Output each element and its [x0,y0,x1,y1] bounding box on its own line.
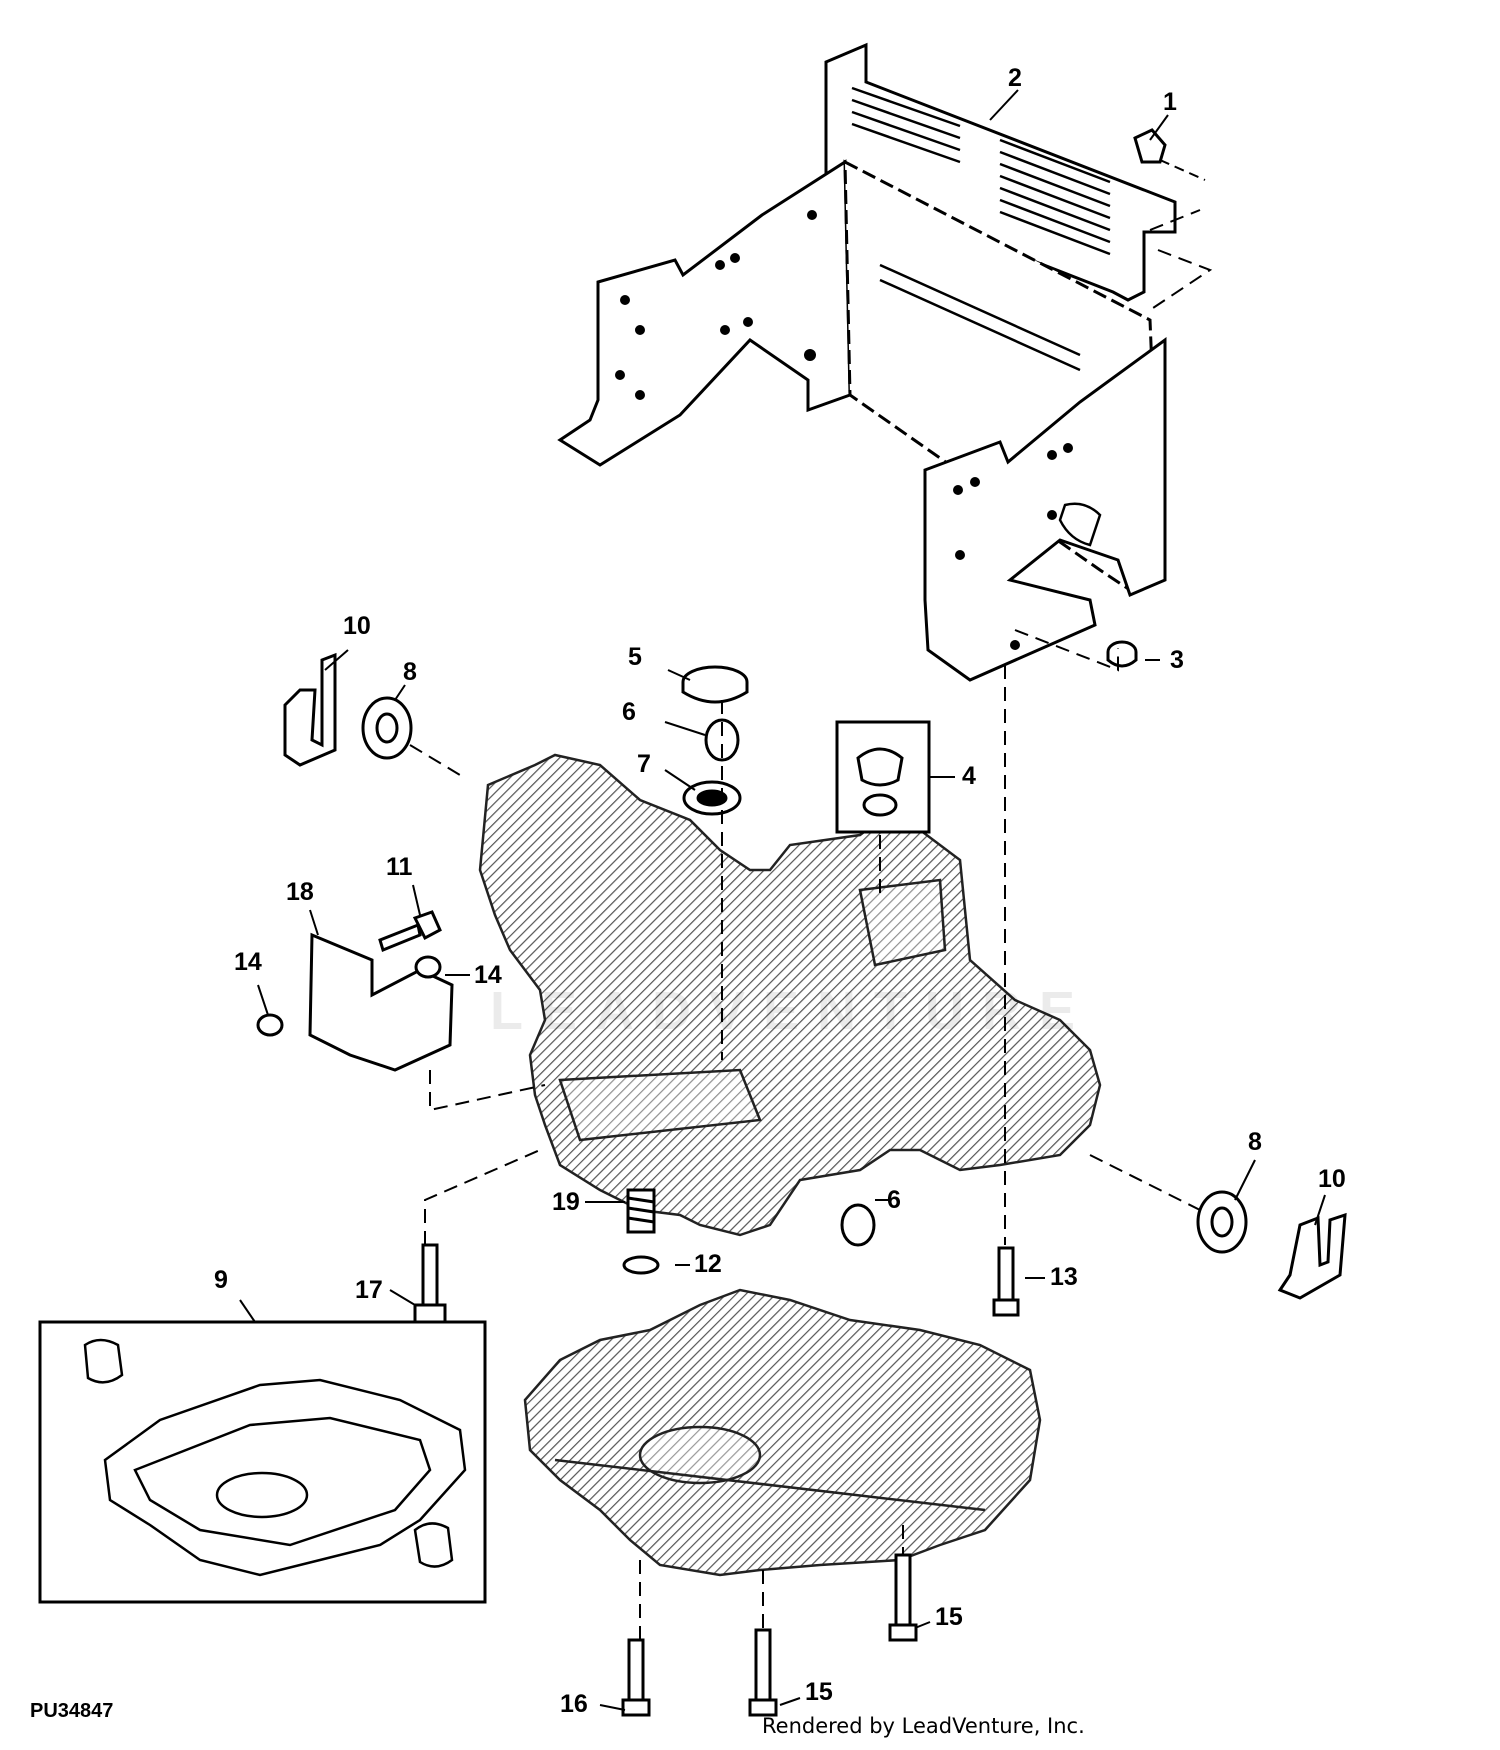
part-18-bracket [308,932,454,1072]
part-6-oring-upper [704,718,740,762]
credit-text: Rendered by LeadVenture, Inc. [762,1714,1085,1738]
callout-10-upper: 10 [343,612,371,640]
part-15-bolt-right [888,1553,918,1642]
bracket-left-wall [557,159,852,467]
callout-17: 17 [355,1276,383,1304]
assembly-lines [409,209,1213,1640]
figure-id: PU34847 [30,1700,114,1722]
callout-14-right: 14 [474,961,502,989]
callout-5: 5 [628,643,642,671]
part-6-oring-lower [840,1203,876,1247]
shield-slots [851,86,1111,256]
part-16-bolt [621,1638,651,1717]
part-17-bolt [413,1243,447,1324]
mounting-frame [557,42,1177,682]
callout-2: 2 [1008,64,1022,92]
callout-6-upper: 6 [622,698,636,726]
part-13-bolt [992,1246,1020,1317]
part-15-bolt-center [748,1628,778,1717]
callout-19: 19 [552,1188,580,1216]
callout-6-lower: 6 [887,1186,901,1214]
inset-oil-pan [38,1320,487,1604]
bracket-right-wall [923,337,1167,682]
callout-15-center: 15 [805,1678,833,1706]
part-8-seal-lower [1196,1190,1248,1254]
callout-8-upper: 8 [403,658,417,686]
bracket-holes [615,210,1073,650]
part-4-dipstick-kit [835,720,931,834]
callout-7: 7 [637,750,651,778]
part-3-nut [1106,640,1138,668]
callout-16: 16 [560,1690,588,1718]
callout-15-right: 15 [935,1603,963,1631]
callout-1: 1 [1163,88,1177,116]
part-10-clip-upper [283,652,337,767]
part-10-clip-lower [1277,1212,1347,1300]
part-19-spring [626,1188,656,1234]
callout-13: 13 [1050,1263,1078,1291]
part-7-seal [682,780,742,816]
callout-9: 9 [214,1266,228,1294]
part-1-bolt [1133,128,1206,181]
callout-3: 3 [1170,646,1184,674]
watermark: LEADVENTURE [490,981,1094,1041]
callout-11: 11 [386,853,413,881]
callout-14-left: 14 [234,948,262,976]
part-8-seal-upper [361,696,413,760]
part-12-washer [622,1255,660,1275]
part-5-cap [681,665,749,704]
leader-lines [239,89,1326,1711]
part-14-nut-right [414,955,442,979]
callout-10-lower: 10 [1318,1165,1346,1193]
part-14-nut-left [256,1013,284,1037]
transmission-housing [478,753,1102,1237]
part-11-bolt [378,922,422,953]
callout-8-lower: 8 [1248,1128,1262,1156]
callout-12: 12 [694,1250,722,1278]
callout-18: 18 [286,878,314,906]
oil-pan [523,1288,1042,1577]
callout-4: 4 [962,762,976,790]
